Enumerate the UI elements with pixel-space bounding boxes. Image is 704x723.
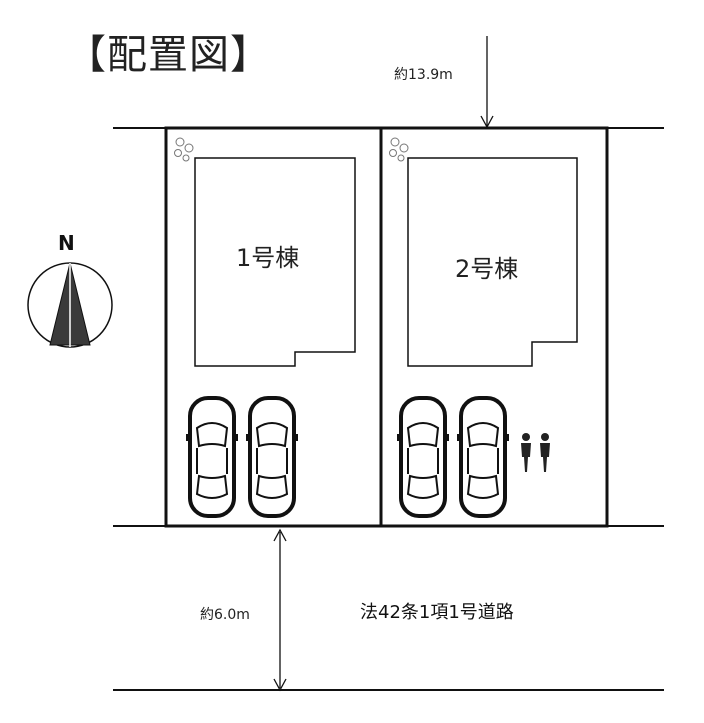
page-title: 【配置図】	[66, 32, 271, 78]
pedestrian-icon	[521, 433, 531, 472]
road-label: 法42条1項1号道路	[360, 602, 514, 623]
car-icon	[186, 396, 238, 518]
lot-2-outline	[379, 126, 609, 528]
building-1-label: 1号棟	[236, 244, 300, 272]
frontage-dimension-label: 約13.9m	[394, 67, 453, 83]
building-1-footprint	[194, 157, 356, 367]
compass-north-label: N	[58, 231, 75, 255]
road-width-dimension-label: 約6.0m	[200, 607, 250, 623]
tree-icon	[389, 137, 409, 162]
car-icon	[397, 396, 449, 518]
car-icon	[457, 396, 509, 518]
north-compass-icon	[27, 262, 113, 348]
building-2-footprint	[407, 157, 578, 367]
tree-icon	[174, 137, 194, 162]
road-width-arrowhead-top	[273, 528, 287, 542]
building-2-label: 2号棟	[455, 255, 519, 283]
lot-1-outline	[164, 126, 383, 528]
car-icon	[246, 396, 298, 518]
pedestrian-icon	[540, 433, 550, 472]
frontage-arrowhead	[480, 115, 494, 129]
road-width-arrowhead-bottom	[273, 678, 287, 692]
